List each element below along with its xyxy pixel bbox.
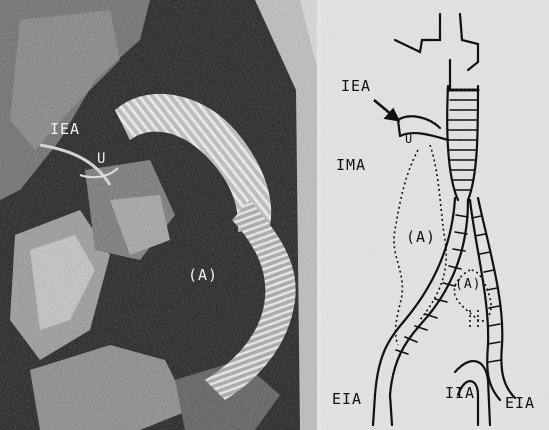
diagram-label-eia-left: EIA [332,392,362,407]
diagram-label-ima: IMA [336,158,366,173]
diagram-label-iia: IIA [445,386,475,401]
diagram-label-eia-right: EIA [505,396,535,411]
diagram-label-iea: IEA [341,79,371,94]
photo-label-a: (A) [188,268,218,283]
diagram-label-a-upper: (A) [406,230,436,245]
photo-label-iea: IEA [50,122,80,137]
diagram-label-a-lower: (A) [455,278,481,291]
diagram-label-u: U [405,133,413,145]
photo-label-u: U [97,152,106,166]
